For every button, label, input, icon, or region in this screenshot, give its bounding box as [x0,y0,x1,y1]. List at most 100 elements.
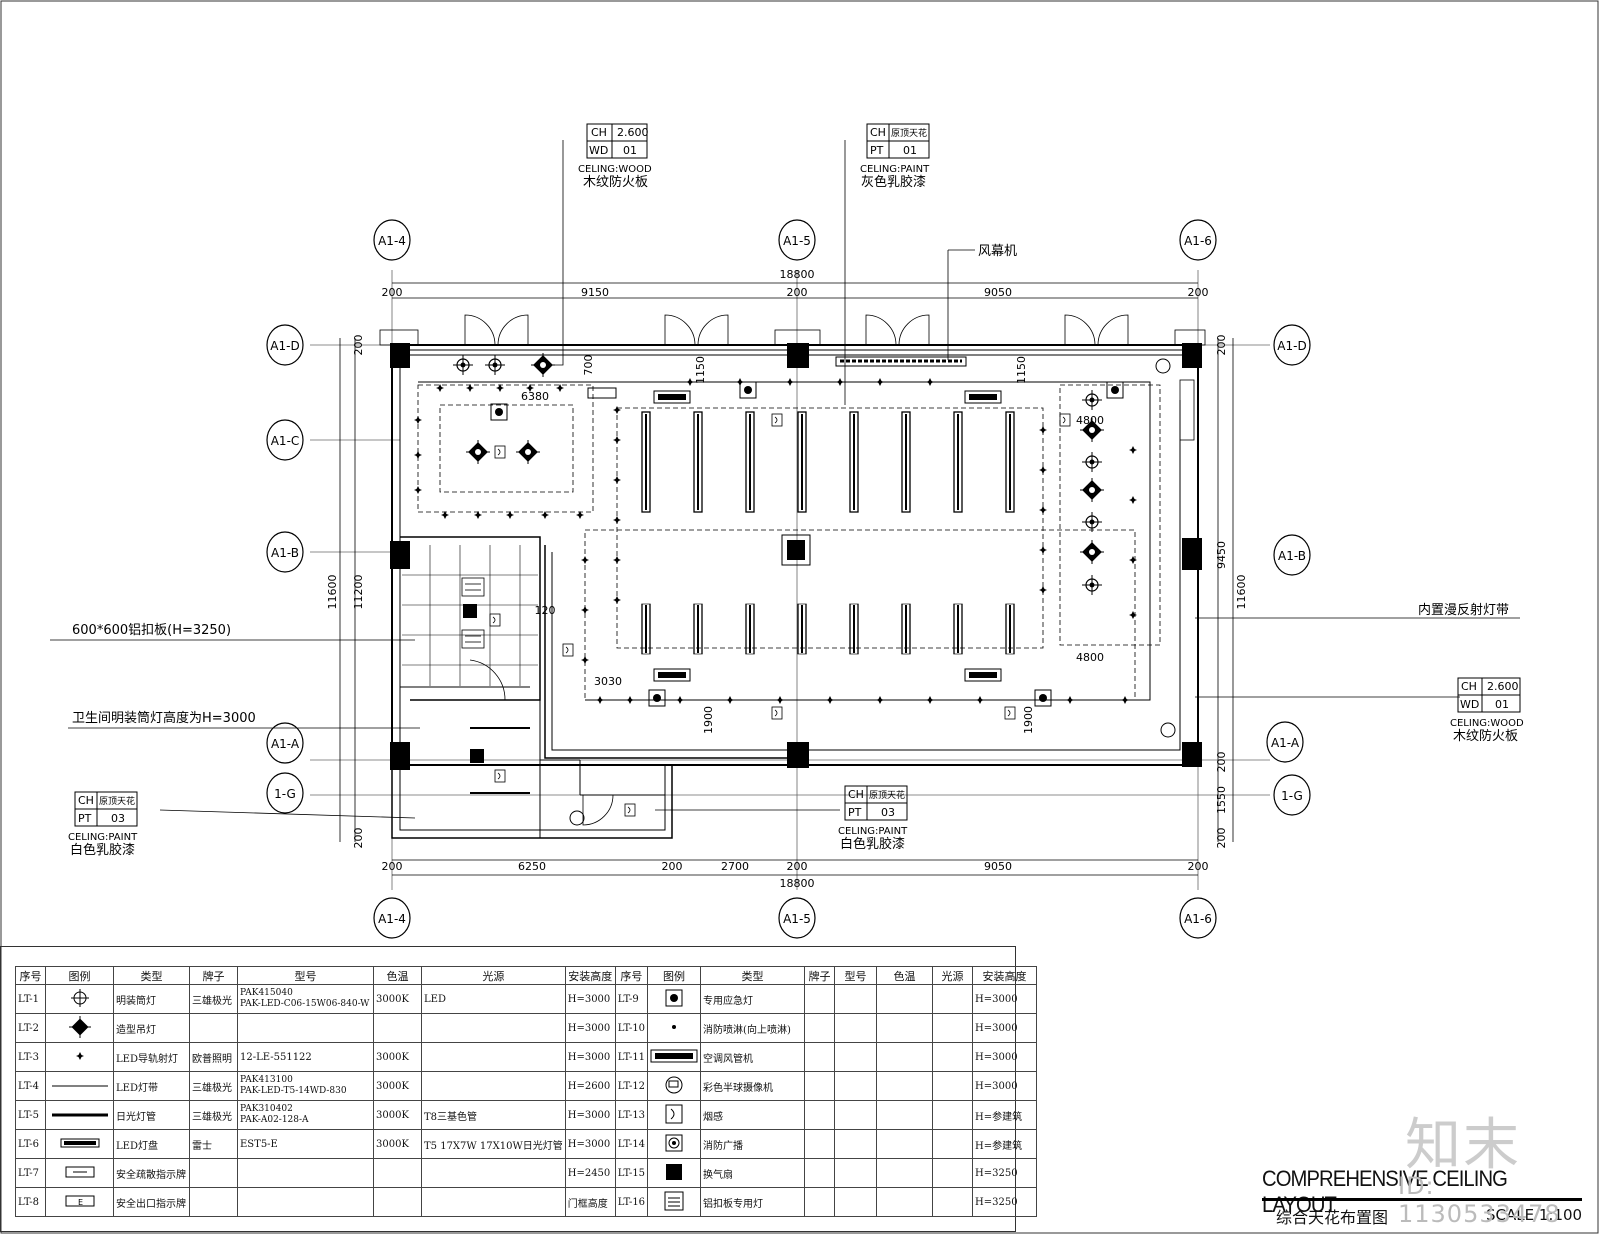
legend-empty-cell [876,1042,934,1072]
legend-cell-height2: H=3000 [972,1071,1038,1101]
code-value: 03 [881,806,895,819]
code-value: 01 [623,144,637,157]
axis-top-3: A1-6 [1179,219,1217,261]
axis-label: A1-A [271,737,300,751]
dim-right-part: 200 [1215,335,1228,356]
legend-symbol-icon [45,1129,114,1159]
legend-table: 序号图例类型牌子型号色温光源安装高度序号图例类型牌子型号色温光源安装高度 LT-… [15,966,1038,1217]
dim-right-part: 200 [1215,752,1228,773]
dim-right-part: 1550 [1215,786,1228,814]
legend-empty-cell [834,1042,878,1072]
legend-cell-temp: 3000K [373,984,422,1014]
leader-lines [50,140,1520,819]
legend-empty-cell [804,1042,836,1072]
title-cn: 综合天花布置图 [1276,1208,1389,1227]
legend-empty-cell [804,1129,836,1159]
legend-symbol-icon [647,984,702,1014]
legend-cell-id2: LT-10 [614,1013,649,1043]
legend-empty-cell [932,984,974,1014]
legend-empty-cell [834,1129,878,1159]
legend-cell-type2: 换气扇 [700,1158,806,1188]
ch-label: CH [870,126,886,139]
legend-cell-height2: H=3000 [972,1042,1038,1072]
legend-empty-cell [834,984,878,1014]
callout-top-mid: CH 原顶天花 PT 01 CELING:PAINT 灰色乳胶漆 [860,123,930,190]
legend-cell-height2: H=参建筑 [972,1100,1038,1130]
code-label: WD [1460,698,1479,711]
feature-box [781,534,811,566]
dim-top-part: 200 [787,286,808,299]
legend-header-cell: 光源 [932,966,974,985]
legend-empty-cell [876,1013,934,1043]
dim-left-small: 200 [352,828,365,849]
legend-cell-height: 门框高度 [564,1187,616,1217]
callout-top-left: CH 2.600 WD 01 CELING:WOOD 木纹防火板 [578,123,652,190]
fluorescent-tube-rows [641,411,1015,655]
legend-empty-cell [804,1187,836,1217]
dim-bottom-part: 200 [787,860,808,873]
legend-cell-height2: H=3000 [972,1013,1038,1043]
ch-label: CH [1461,680,1477,693]
legend-header-cell: 图例 [45,966,114,985]
ch-label: CH [848,788,864,801]
aluminum-panel-lights [461,577,485,649]
axis-label: A1-A [1271,736,1300,750]
code-value: 03 [111,812,125,825]
legend-cell-height: H=3000 [564,984,616,1014]
legend-cell-model: PAK310402 PAK-A02-128-A [237,1100,374,1130]
legend-cell-brand: 三雄极光 [189,1100,238,1130]
code-label: WD [589,144,608,157]
legend-empty-cell [932,1042,974,1072]
legend-cell-type2: 铝扣板专用灯 [700,1187,806,1217]
ceiling-type: CELING:WOOD [1450,718,1524,729]
dim-interior: 1900 [702,706,715,734]
legend-cell-temp: 3000K [373,1129,422,1159]
legend-cell-source: T5 17X7W 17X10W日光灯管 [421,1129,566,1159]
ch-label: CH [591,126,607,139]
legend-empty-cell [932,1129,974,1159]
ceiling-type: CELING:PAINT [68,832,138,843]
legend-cell-id: LT-3 [15,1042,46,1072]
legend-cell-model: PAK415040 PAK-LED-C06-15W06-840-W [237,984,374,1014]
title-block: COMPREHENSIVE CEILING LAYOUT 综合天花布置图 SCA… [1258,1160,1588,1234]
legend-cell-height2: H=参建筑 [972,1129,1038,1159]
legend-empty-cell [834,1158,878,1188]
legend-cell-height: H=3000 [564,1013,616,1043]
legend-empty-cell [932,1158,974,1188]
axis-left-4: A1-A [266,722,304,764]
dim-top-part: 9150 [581,286,609,299]
legend-cell-id2: LT-14 [614,1129,649,1159]
axis-label: A1-5 [783,234,811,248]
axis-label: A1-5 [783,912,811,926]
dim-top-total: 18800 [780,268,815,281]
dim-interior: 1150 [694,356,707,384]
legend-cell-height2: H=3000 [972,984,1038,1014]
legend-header-cell: 类型 [113,966,190,985]
axis-label: A1-C [271,434,300,448]
legend-empty-cell [834,1100,878,1130]
legend-cell-model: EST5-E [237,1129,374,1159]
legend-empty-cell [876,984,934,1014]
axis-left-5: 1-G [266,772,304,814]
ceiling-name: 灰色乳胶漆 [861,174,926,190]
axis-bottom-3: A1-6 [1179,897,1217,939]
structural-columns [390,343,1202,770]
code-value: 01 [903,144,917,157]
legend-cell-id: LT-4 [15,1071,46,1101]
svg-text:E: E [78,1198,83,1207]
legend-cell-id2: LT-15 [614,1158,649,1188]
legend-cell-brand: 雷士 [189,1129,238,1159]
legend-cell-model: 12-LE-551122 [237,1042,374,1072]
dim-interior: 4800 [1076,414,1104,427]
code-value: 01 [1495,698,1509,711]
legend-cell-source: LED [421,984,566,1014]
callout-right: CH 2.600 WD 01 CELING:WOOD 木纹防火板 [1450,677,1524,744]
axis-label: 1-G [1281,789,1303,803]
ceiling-type: CELING:PAINT [860,164,930,175]
dim-left-small: 200 [352,335,365,356]
legend-cell-source [421,1158,566,1188]
